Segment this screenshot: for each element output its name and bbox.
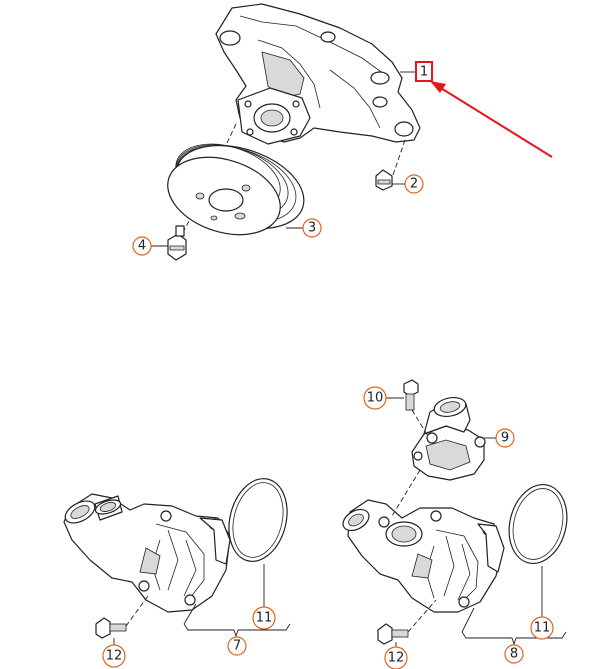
svg-text:9: 9 (501, 431, 509, 446)
pump-bolt-axis (391, 139, 406, 179)
callout-4: 4 (132, 236, 152, 256)
pump-bolt (375, 169, 393, 191)
callout-12a: 12 (102, 644, 126, 668)
bolt-left-axis (125, 595, 149, 627)
leader-7 (183, 603, 197, 625)
pulley (167, 143, 305, 236)
bracket-8 (461, 631, 567, 646)
svg-text:12: 12 (106, 649, 123, 664)
flange-bolt (403, 379, 419, 411)
callout-7: 7 (227, 636, 247, 656)
callout-11b: 11 (530, 616, 554, 640)
svg-text:4: 4 (138, 239, 146, 254)
callout-11a: 11 (252, 606, 276, 630)
bolt-right (377, 623, 409, 645)
o-ring-right (508, 484, 568, 564)
svg-text:7: 7 (233, 639, 241, 654)
svg-text:10: 10 (367, 391, 384, 406)
coolant-flange (411, 396, 486, 481)
svg-text:3: 3 (308, 221, 316, 236)
callout-3: 3 (302, 218, 322, 238)
callout-9: 9 (495, 428, 515, 448)
thermostat-housing-right (342, 499, 505, 613)
water-pump-housing (215, 3, 421, 145)
bracket-7 (183, 623, 291, 638)
pulley-bolt (167, 225, 187, 261)
flange-bolt-axis (411, 409, 429, 437)
callout-1-label: 1 (420, 65, 428, 80)
thermostat-housing-left (63, 493, 231, 613)
callout-12b: 12 (384, 646, 408, 669)
highlight-marker (415, 61, 553, 158)
callout-8: 8 (504, 644, 524, 664)
svg-text:2: 2 (410, 177, 418, 192)
bolt-right-axis (407, 599, 437, 633)
bolt-left (95, 617, 127, 639)
svg-text:8: 8 (510, 647, 518, 662)
flange-to-housing-axis (391, 469, 421, 517)
callout-10: 10 (363, 386, 387, 410)
callout-2: 2 (404, 174, 424, 194)
o-ring-left (228, 478, 288, 562)
svg-text:11: 11 (256, 611, 273, 626)
leader-8 (461, 607, 475, 633)
svg-text:11: 11 (534, 621, 551, 636)
svg-text:12: 12 (388, 651, 405, 666)
